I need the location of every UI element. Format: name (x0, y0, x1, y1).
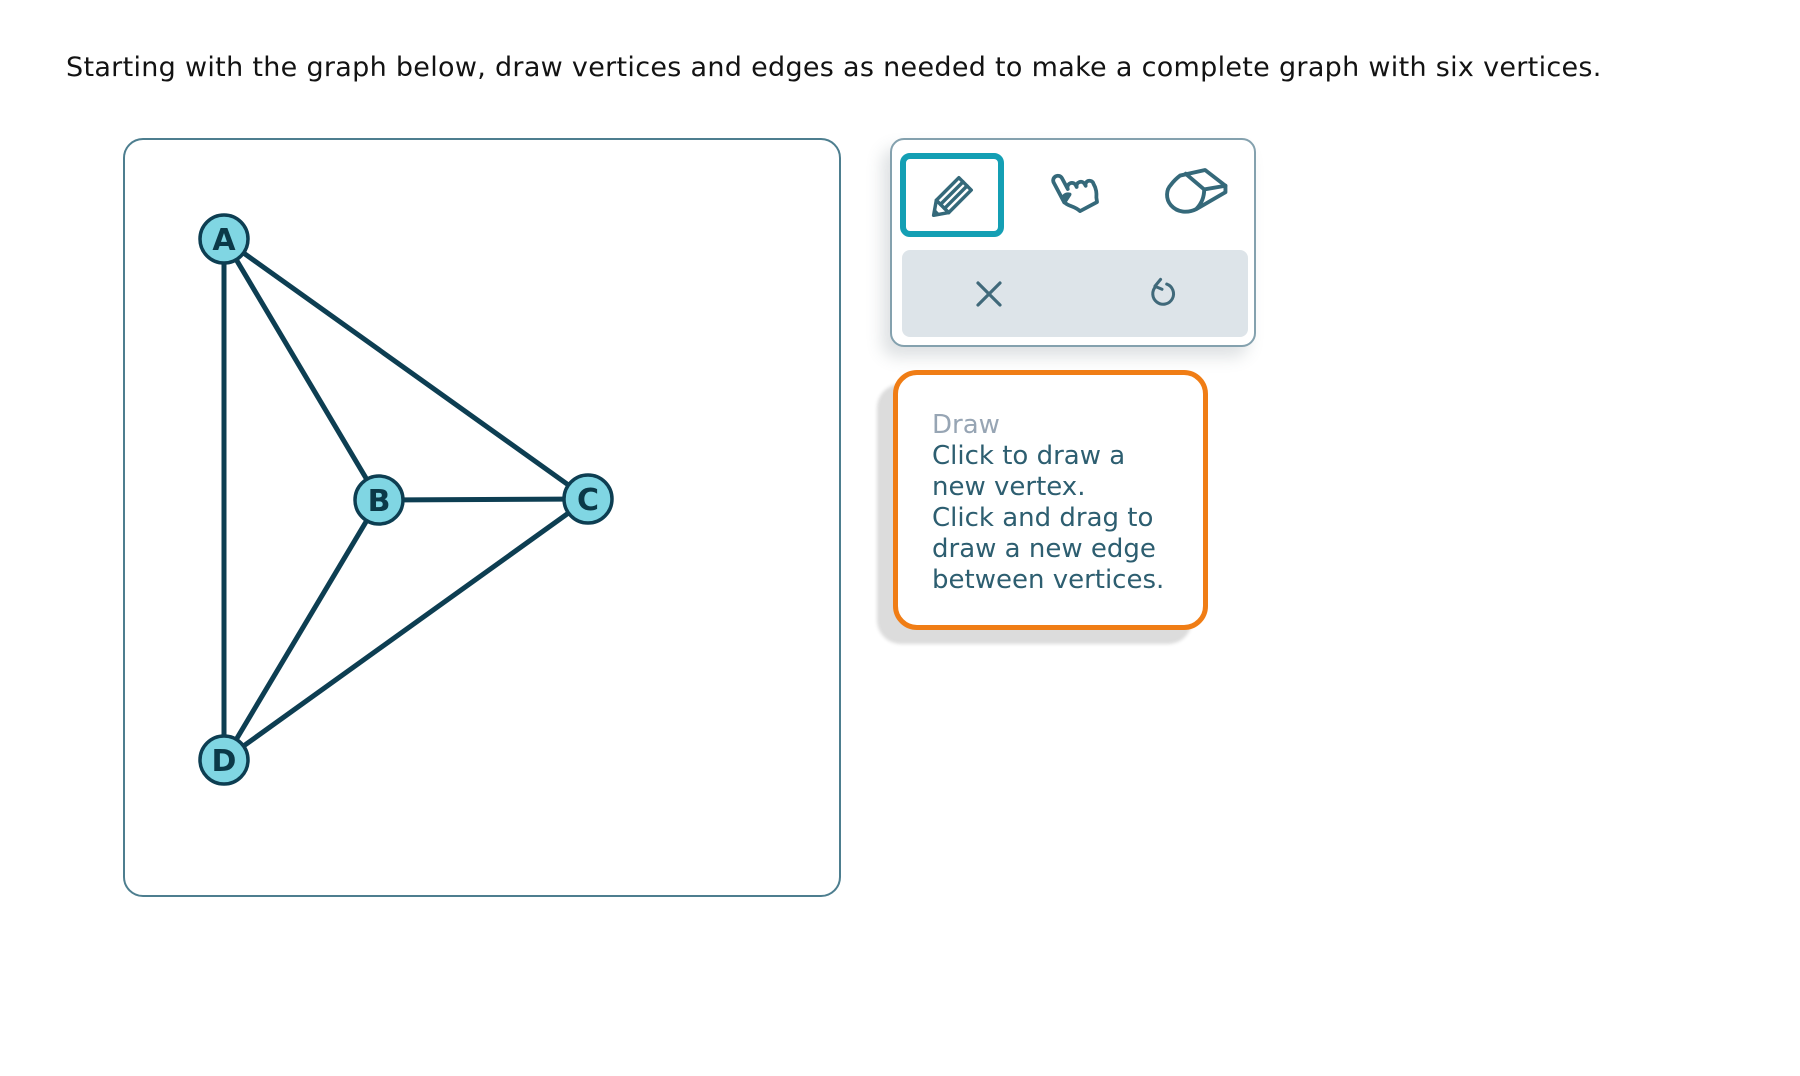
undo-icon (1150, 277, 1175, 306)
tooltip-line: Click and drag to (932, 503, 1154, 533)
edge-C-D[interactable] (222, 496, 590, 763)
hand-pointer-icon (1051, 173, 1099, 213)
instruction-text: Starting with the graph below, draw vert… (66, 52, 1602, 83)
tool-palette (890, 138, 1256, 347)
erase-tool-button[interactable] (1142, 153, 1246, 237)
vertex-D[interactable]: D (198, 734, 250, 786)
pencil-icon (932, 175, 974, 218)
vertex-label-C: C (577, 483, 599, 518)
eraser-icon (1164, 168, 1228, 214)
select-tool-button[interactable] (1021, 153, 1125, 237)
tooltip-line: new vertex. (932, 472, 1086, 502)
tooltip-line: Click to draw a (932, 441, 1126, 471)
graph-svg: A B C D (198, 213, 614, 786)
vertex-circle-D[interactable] (198, 734, 250, 786)
edge-B-D[interactable] (221, 498, 382, 762)
clear-button[interactable] (902, 250, 1075, 337)
vertex-circle-A[interactable] (198, 213, 250, 265)
tooltip-title: Draw (932, 410, 1000, 440)
tools-row (892, 140, 1254, 250)
tooltip-line: draw a new edge (932, 534, 1156, 564)
vertex-B[interactable]: B (353, 474, 405, 526)
graph-canvas[interactable]: A B C D (123, 138, 841, 897)
edge-A-B[interactable] (221, 237, 382, 502)
vertex-label-D: D (212, 744, 237, 779)
vertex-circle-B[interactable] (353, 474, 405, 526)
action-bar (902, 250, 1248, 337)
vertex-A[interactable]: A (198, 213, 250, 265)
undo-button[interactable] (1075, 250, 1248, 337)
vertex-label-B: B (368, 484, 391, 519)
edge-B-C[interactable] (378, 496, 589, 503)
tooltip-line: between vertices. (932, 565, 1165, 595)
vertex-label-A: A (212, 223, 236, 258)
draw-tool-button[interactable] (900, 153, 1005, 237)
vertex-C[interactable]: C (562, 473, 614, 525)
edge-A-C[interactable] (222, 236, 590, 502)
x-icon (975, 280, 1002, 307)
vertex-circle-C[interactable] (562, 473, 614, 525)
